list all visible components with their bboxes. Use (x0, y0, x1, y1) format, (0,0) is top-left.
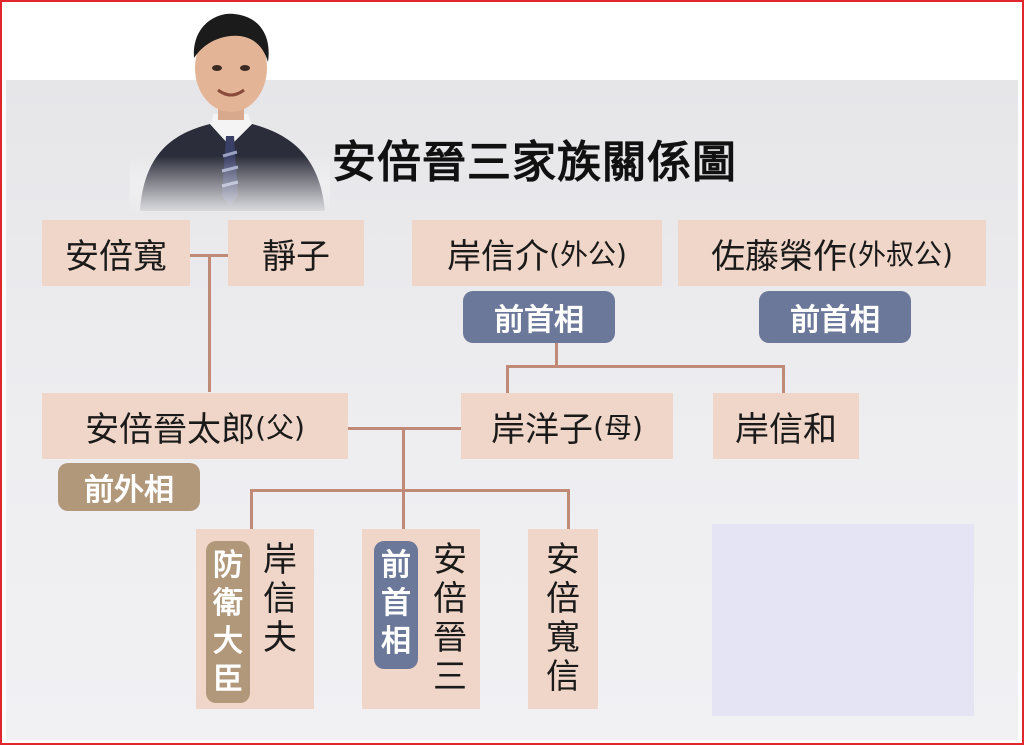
connector-line (250, 489, 253, 529)
person-name: 岸信和 (735, 409, 837, 450)
diagram-title: 安倍晉三家族關係圖 (332, 137, 737, 188)
person-kishi-nobusuke: 岸信介(外公) (412, 220, 662, 286)
person-name: 安倍晉太郎 (85, 409, 256, 450)
title-tag-kishi-nobuo: 防衛大臣 (206, 541, 250, 703)
relation-label: (母) (593, 411, 643, 444)
relation-label: (外叔公) (847, 238, 953, 271)
person-name: 安倍寬 (65, 236, 167, 277)
connector-line (250, 489, 570, 492)
person-kishi-nobuo: 防衛大臣 岸信夫 (196, 529, 314, 709)
connector-line (555, 342, 558, 366)
person-name: 靜子 (262, 236, 330, 277)
title-tag-abe-shinzo: 前首相 (374, 541, 418, 669)
person-abe-shinzo: 前首相 安倍晉三 (362, 529, 480, 709)
person-sato-eisaku: 佐藤榮作(外叔公) (678, 220, 986, 286)
person-kishi-yoko: 岸洋子(母) (461, 393, 673, 459)
portrait-photo (130, 13, 330, 216)
connector-line (402, 489, 405, 529)
connector-line (782, 365, 785, 393)
connector-line (567, 489, 570, 529)
person-abe-kan: 安倍寬 (42, 220, 190, 286)
title-tag-sato-eisaku: 前首相 (759, 291, 911, 343)
person-shizuko: 靜子 (228, 220, 364, 286)
person-name: 岸洋子 (491, 409, 594, 450)
person-name: 岸信介 (447, 236, 550, 277)
relation-label: (父) (255, 411, 305, 444)
person-abe-hironobu: 安倍寬信 (528, 529, 598, 709)
person-name: 佐藤榮作 (711, 236, 848, 277)
person-kishi-nobukazu: 岸信和 (713, 393, 859, 459)
relation-label: (外公) (549, 238, 627, 271)
connector-line (506, 365, 785, 368)
title-tag-abe-shintaro: 前外相 (58, 463, 200, 511)
person-name: 岸信夫 (263, 540, 297, 658)
blank-panel (712, 524, 974, 716)
person-abe-shintaro: 安倍晉太郎(父) (42, 393, 348, 459)
connector-line (208, 254, 211, 392)
person-name: 安倍寬信 (546, 540, 580, 697)
title-tag-kishi-nobusuke: 前首相 (463, 291, 615, 343)
person-name: 安倍晉三 (433, 540, 467, 697)
connector-line (506, 365, 509, 393)
connector-line (402, 427, 405, 490)
